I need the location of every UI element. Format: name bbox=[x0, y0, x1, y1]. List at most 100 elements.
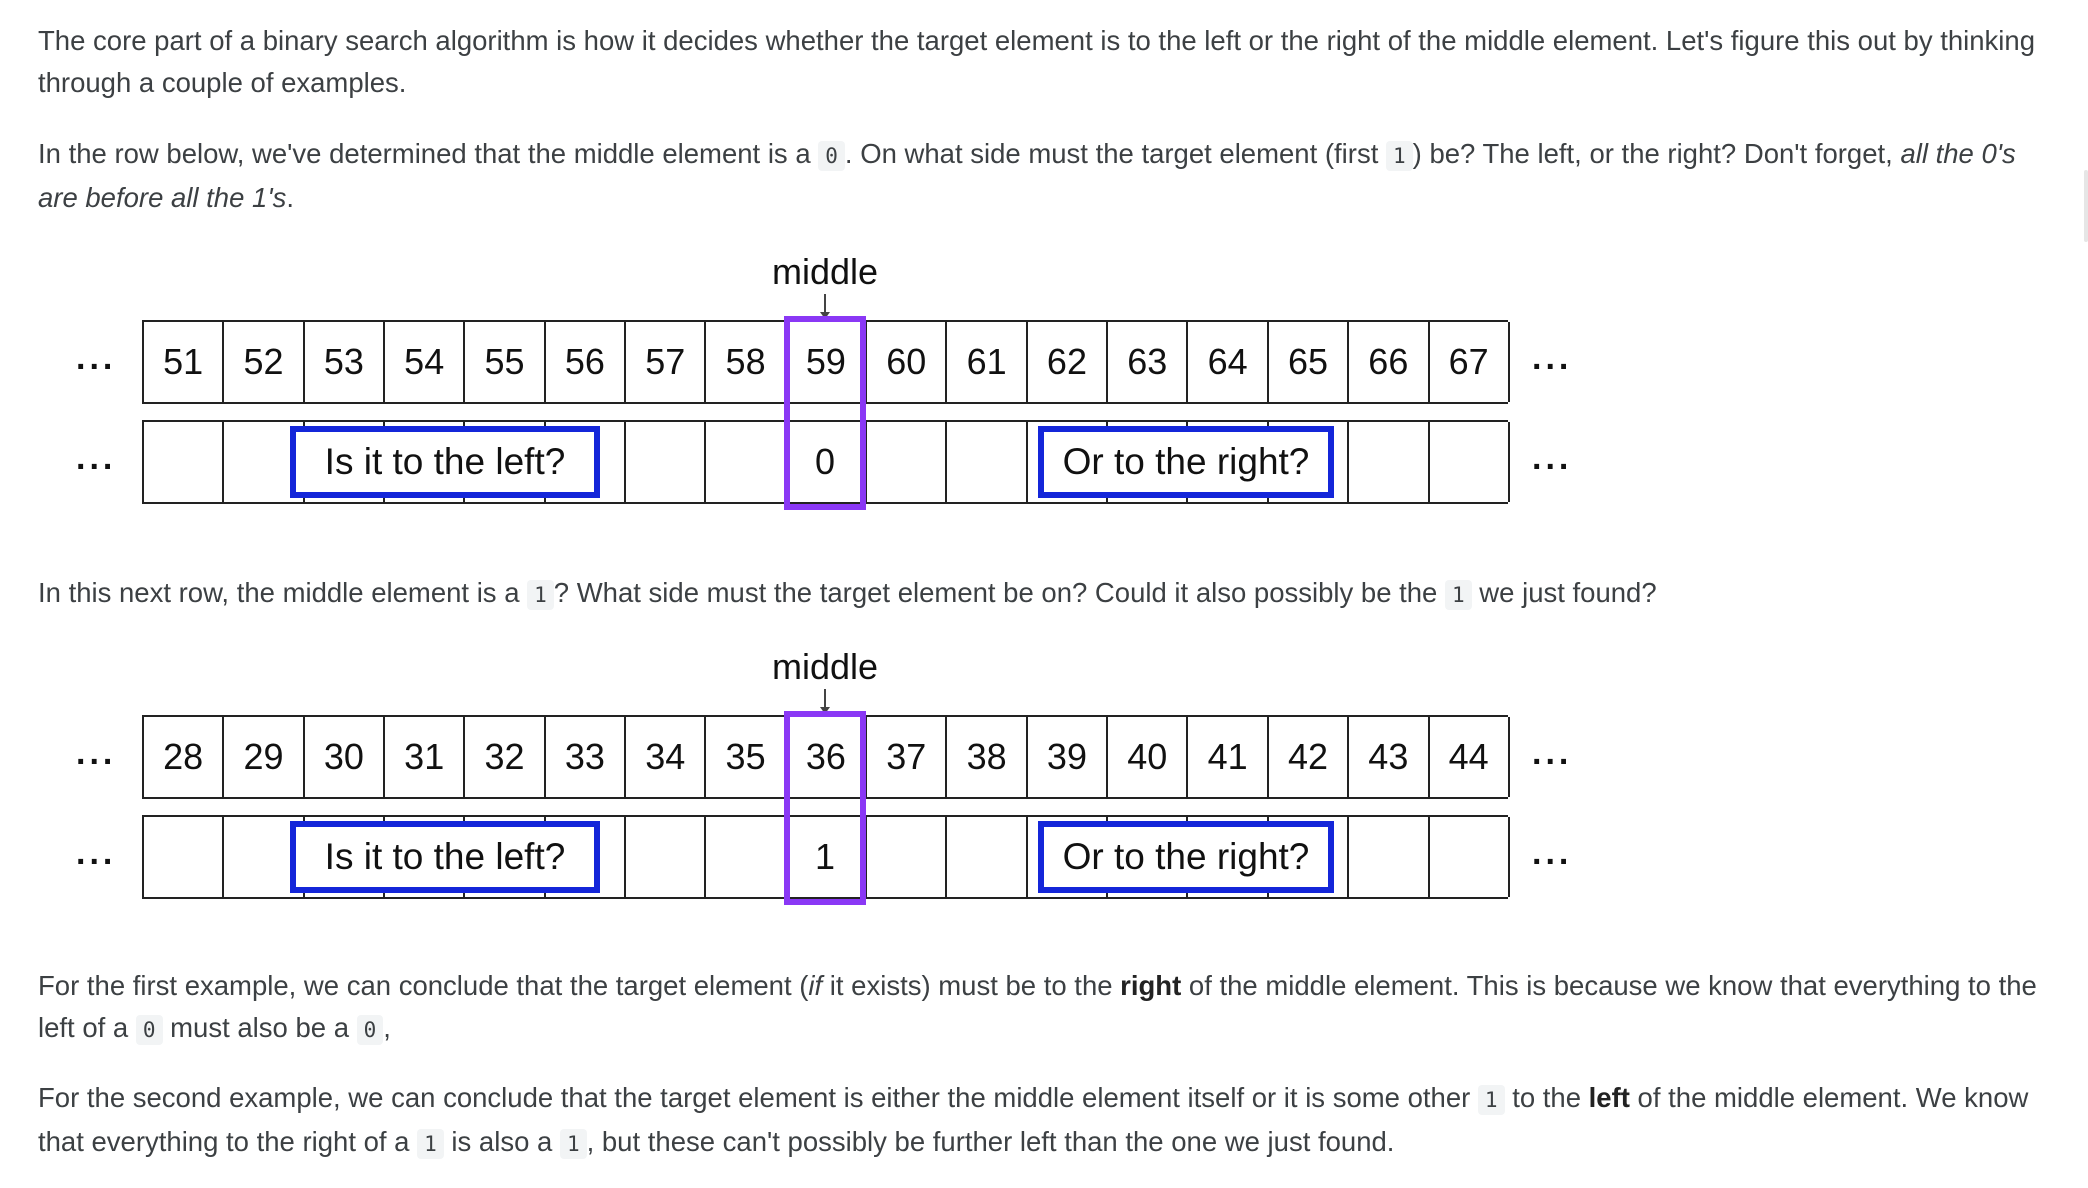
index-cell: 43 bbox=[1349, 717, 1430, 797]
italic-emphasis: if bbox=[808, 970, 823, 1001]
value-cell bbox=[1269, 817, 1350, 897]
middle-value: 1 bbox=[814, 836, 836, 877]
index-cell: 59 bbox=[787, 322, 868, 402]
value-cell bbox=[1430, 422, 1510, 502]
middle-label: middle bbox=[771, 646, 879, 687]
index-cell: 65 bbox=[1269, 322, 1350, 402]
value-cell bbox=[144, 422, 225, 502]
ellipsis-left: ... bbox=[76, 439, 117, 477]
index-cell: 37 bbox=[867, 717, 948, 797]
inline-code: 0 bbox=[818, 141, 845, 171]
index-cell: 41 bbox=[1188, 717, 1269, 797]
intro-text: The core part of a binary search algorit… bbox=[38, 25, 2035, 98]
inline-code: 0 bbox=[356, 1015, 384, 1045]
index-cell: 58 bbox=[706, 322, 787, 402]
value-cell bbox=[626, 422, 707, 502]
inline-code: 1 bbox=[1385, 141, 1413, 171]
index-cell: 29 bbox=[224, 717, 305, 797]
text-span: In the row below, we've determined that … bbox=[38, 138, 819, 169]
middle-arrow-icon bbox=[824, 689, 826, 711]
text-span: , bbox=[383, 1012, 391, 1043]
index-cell: 36 bbox=[787, 717, 868, 797]
inline-code: 1 bbox=[417, 1129, 444, 1159]
inline-code: 1 bbox=[559, 1129, 587, 1159]
text-span: For the second example, we can conclude … bbox=[38, 1082, 1478, 1113]
index-cell: 35 bbox=[706, 717, 787, 797]
ellipsis-right: ... bbox=[1532, 834, 1573, 872]
index-cell: 51 bbox=[144, 322, 225, 402]
text-span: we just found? bbox=[1471, 577, 1657, 608]
ellipsis-left: ... bbox=[76, 834, 117, 872]
index-cell: 28 bbox=[144, 717, 225, 797]
index-cell: 63 bbox=[1108, 322, 1189, 402]
middle-highlight-box bbox=[784, 711, 866, 905]
text-span: is also a bbox=[443, 1126, 560, 1157]
index-cell: 44 bbox=[1430, 717, 1510, 797]
index-cell: 56 bbox=[546, 322, 627, 402]
index-cell: 33 bbox=[546, 717, 627, 797]
left-question-box: Is it to the left? bbox=[290, 426, 600, 498]
index-cell: 62 bbox=[1028, 322, 1109, 402]
middle-label: middle bbox=[771, 251, 879, 292]
index-cell: 40 bbox=[1108, 717, 1189, 797]
index-cell: 38 bbox=[947, 717, 1028, 797]
index-cell: 54 bbox=[385, 322, 466, 402]
paragraph-next-row: In this next row, the middle element is … bbox=[38, 572, 2048, 616]
text-span: . bbox=[286, 182, 294, 213]
index-cell: 67 bbox=[1430, 322, 1510, 402]
middle-highlight-box bbox=[784, 316, 866, 510]
index-cell: 32 bbox=[465, 717, 546, 797]
index-cell: 39 bbox=[1028, 717, 1109, 797]
middle-value: 0 bbox=[814, 441, 836, 482]
text-span: ) be? The left, or the right? Don't forg… bbox=[1412, 138, 1901, 169]
value-cell bbox=[787, 817, 868, 897]
text-span: For the first example, we can conclude t… bbox=[38, 970, 809, 1001]
value-cell bbox=[1349, 817, 1430, 897]
value-cell bbox=[626, 817, 707, 897]
index-cell: 34 bbox=[626, 717, 707, 797]
index-cell: 30 bbox=[305, 717, 386, 797]
paragraph-row-below: In the row below, we've determined that … bbox=[38, 133, 2048, 219]
value-cell bbox=[947, 422, 1028, 502]
inline-code: 0 bbox=[135, 1015, 163, 1045]
value-cell bbox=[546, 422, 627, 502]
value-cell bbox=[947, 817, 1028, 897]
text-span: must also be a bbox=[162, 1012, 357, 1043]
right-question-box: Or to the right? bbox=[1038, 426, 1334, 498]
paragraph-second-conclusion: For the second example, we can conclude … bbox=[38, 1077, 2048, 1165]
paragraph-first-conclusion: For the first example, we can conclude t… bbox=[38, 965, 2048, 1051]
value-cell bbox=[706, 817, 787, 897]
text-span: In this next row, the middle element is … bbox=[38, 577, 528, 608]
text-span: . On what side must the target element (… bbox=[844, 138, 1386, 169]
value-cell bbox=[1269, 422, 1350, 502]
scrollbar-thumb[interactable] bbox=[2084, 170, 2088, 242]
italic-emphasis: all the 0's are before all the 1's bbox=[38, 138, 2016, 213]
text-span: it exists) must be to the bbox=[822, 970, 1121, 1001]
index-cell: 64 bbox=[1188, 322, 1269, 402]
index-cell: 57 bbox=[626, 322, 707, 402]
value-cell bbox=[1349, 422, 1430, 502]
ellipsis-right: ... bbox=[1532, 734, 1573, 772]
text-span: to the bbox=[1504, 1082, 1589, 1113]
ellipsis-right: ... bbox=[1532, 439, 1573, 477]
text-span: ? What side must the target element be o… bbox=[553, 577, 1445, 608]
intro-paragraph: The core part of a binary search algorit… bbox=[38, 20, 2048, 104]
index-cell: 60 bbox=[867, 322, 948, 402]
inline-code: 1 bbox=[1445, 580, 1472, 610]
index-cell: 53 bbox=[305, 322, 386, 402]
index-cell: 31 bbox=[385, 717, 466, 797]
inline-code: 1 bbox=[1477, 1085, 1505, 1115]
index-cell: 52 bbox=[224, 322, 305, 402]
right-question-box: Or to the right? bbox=[1038, 821, 1334, 893]
inline-code: 1 bbox=[527, 580, 554, 610]
index-cell: 42 bbox=[1269, 717, 1350, 797]
ellipsis-left: ... bbox=[76, 339, 117, 377]
value-cell bbox=[867, 817, 948, 897]
index-cell: 66 bbox=[1349, 322, 1430, 402]
ellipsis-right: ... bbox=[1532, 339, 1573, 377]
index-cell: 55 bbox=[465, 322, 546, 402]
bold-emphasis: left bbox=[1588, 1082, 1630, 1113]
arrow-head-icon bbox=[820, 312, 830, 319]
